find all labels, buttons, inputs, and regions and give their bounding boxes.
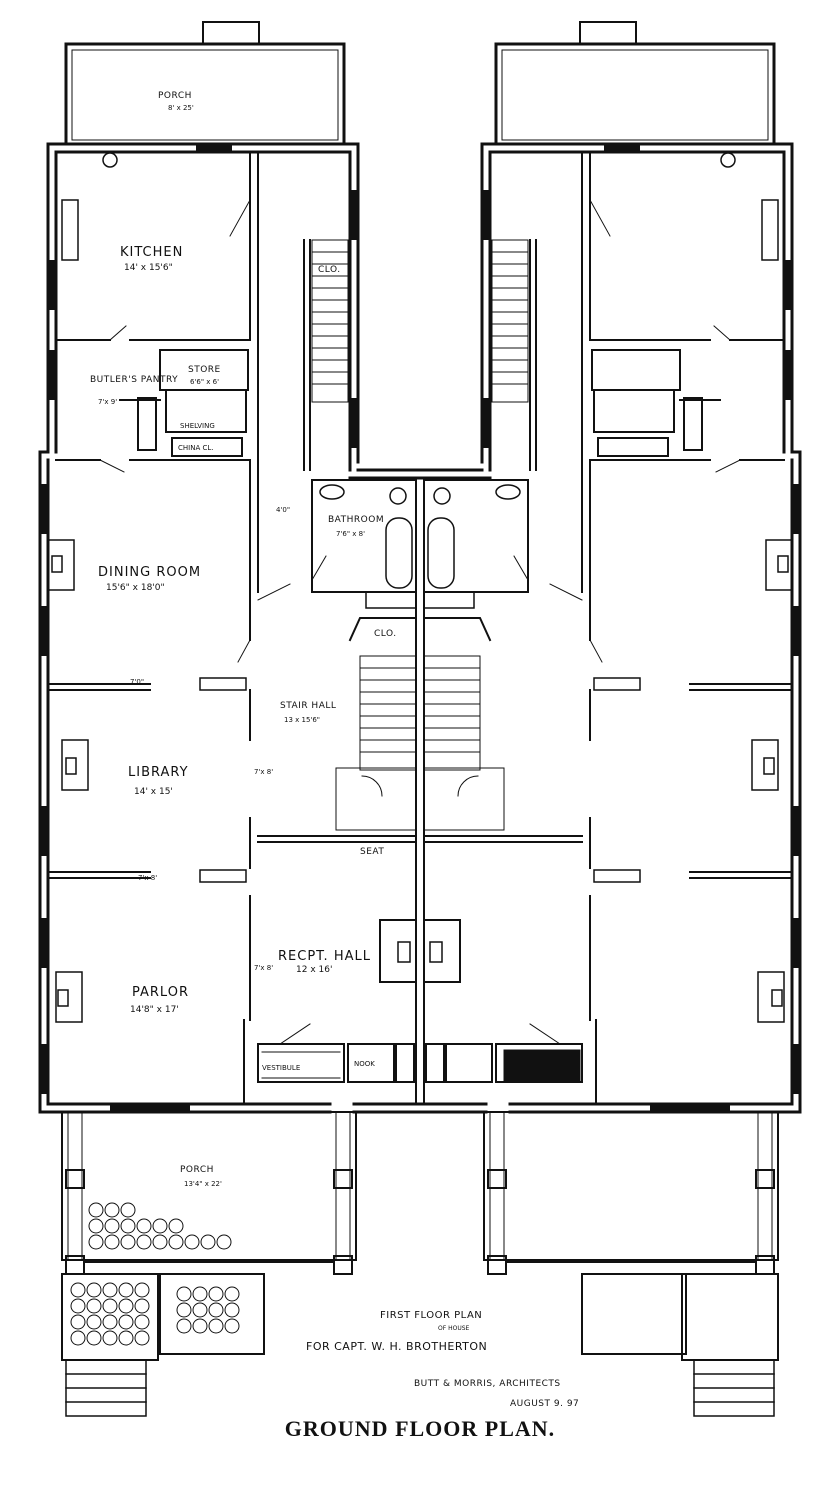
svg-text:LIBRARY: LIBRARY [128, 765, 189, 780]
stairs-left-main [335, 655, 417, 831]
svg-text:DINING ROOM: DINING ROOM [98, 565, 201, 580]
drawing-caption: GROUND FLOOR PLAN. [284, 1416, 556, 1441]
svg-text:PORCH: PORCH [180, 1165, 214, 1175]
stairs-right-upper [491, 239, 529, 403]
china-closet-label: CHINA CL. [178, 444, 213, 452]
front-porch-label: PORCH 13'4" x 22' [180, 1165, 222, 1188]
nook-label: NOOK [354, 1060, 375, 1068]
title-block: FIRST FLOOR PLAN OF HOUSE FOR CAPT. W. H… [306, 1310, 579, 1409]
front-porch-left [61, 1111, 357, 1361]
bath-fixtures [319, 484, 521, 589]
rear-porch-left [64, 21, 346, 146]
svg-text:7'x 9': 7'x 9' [98, 398, 117, 406]
butlers-pantry-label: BUTLER'S PANTRY 7'x 9' [90, 375, 178, 406]
title-line3: BUTT & MORRIS, ARCHITECTS [414, 1379, 561, 1389]
parlor-label: PARLOR 14'8" x 17' [130, 985, 189, 1015]
svg-text:7'6" x 8': 7'6" x 8' [336, 530, 365, 538]
vestibule-tiles [261, 1049, 581, 1083]
svg-text:KITCHEN: KITCHEN [120, 245, 183, 260]
stairs-right-main [423, 655, 505, 831]
svg-text:13'4" x 22': 13'4" x 22' [184, 1180, 222, 1188]
title-line2: FOR CAPT. W. H. BROTHERTON [306, 1340, 487, 1353]
store-label: STORE 6'6" x 6' [188, 365, 221, 386]
svg-text:BATHROOM: BATHROOM [328, 515, 384, 525]
svg-text:STORE: STORE [188, 365, 221, 375]
svg-text:15'6" x 18'0": 15'6" x 18'0" [106, 583, 165, 593]
svg-text:PORCH: PORCH [158, 91, 192, 101]
closet-upper-label: CLO. [318, 265, 341, 275]
right-partitions [423, 151, 793, 1105]
stair-hall-label: STAIR HALL 13 x 15'6" [280, 701, 336, 724]
svg-text:14' x 15': 14' x 15' [134, 787, 173, 797]
svg-text:BUTLER'S PANTRY: BUTLER'S PANTRY [90, 375, 178, 385]
svg-text:14' x 15'6": 14' x 15'6" [124, 263, 173, 273]
closet-lower-label: CLO. [374, 629, 397, 639]
recpt-hall-label: RECPT. HALL 12 x 16' [278, 949, 371, 975]
opening-kitchen-hall: 4'0" [276, 506, 290, 514]
porch-tile-pattern [70, 1202, 240, 1346]
party-wall [415, 477, 425, 1105]
left-house-walls [38, 142, 422, 1114]
dining-room-label: DINING ROOM 15'6" x 18'0" [98, 565, 201, 593]
svg-text:8' x 25': 8' x 25' [168, 104, 194, 112]
windows [40, 144, 800, 1112]
svg-text:STAIR HALL: STAIR HALL [280, 701, 336, 711]
title-line4: AUGUST 9. 97 [510, 1399, 579, 1409]
svg-text:12 x 16': 12 x 16' [296, 965, 332, 975]
rear-porch-label: PORCH 8' x 25' [158, 91, 194, 112]
opening-library-parlor: 7'x 8' [138, 874, 157, 882]
opening-parlor-hall: 7'x 8' [254, 964, 273, 972]
rear-porch-right [494, 21, 776, 146]
svg-text:6'6" x 6': 6'6" x 6' [190, 378, 219, 386]
opening-dining-library: 7'0" [130, 678, 144, 686]
kitchen-fixtures [61, 152, 779, 261]
svg-text:14'8" x 17': 14'8" x 17' [130, 1005, 179, 1015]
kitchen-label: KITCHEN 14' x 15'6" [120, 245, 183, 273]
stairs-left-upper [311, 239, 349, 403]
shelving-label: SHELVING [180, 422, 215, 430]
bathroom-label: BATHROOM 7'6" x 8' [328, 515, 384, 538]
title-line1: FIRST FLOOR PLAN [380, 1310, 482, 1321]
left-partitions [47, 151, 417, 1105]
seat-label: SEAT [360, 847, 384, 857]
entry-steps [65, 1359, 775, 1417]
opening-library-hall: 7'x 8' [254, 768, 273, 776]
right-house-walls [418, 142, 802, 1114]
svg-text:RECPT. HALL: RECPT. HALL [278, 949, 371, 964]
title-line1-small: OF HOUSE [438, 1325, 470, 1332]
svg-text:PARLOR: PARLOR [132, 985, 189, 1000]
fireplaces [47, 539, 793, 1023]
front-porch-right [483, 1111, 779, 1361]
vestibule-label: VESTIBULE [262, 1064, 300, 1072]
svg-text:13 x 15'6": 13 x 15'6" [284, 716, 320, 724]
door-swings [99, 199, 741, 1045]
library-label: LIBRARY 14' x 15' [128, 765, 189, 797]
